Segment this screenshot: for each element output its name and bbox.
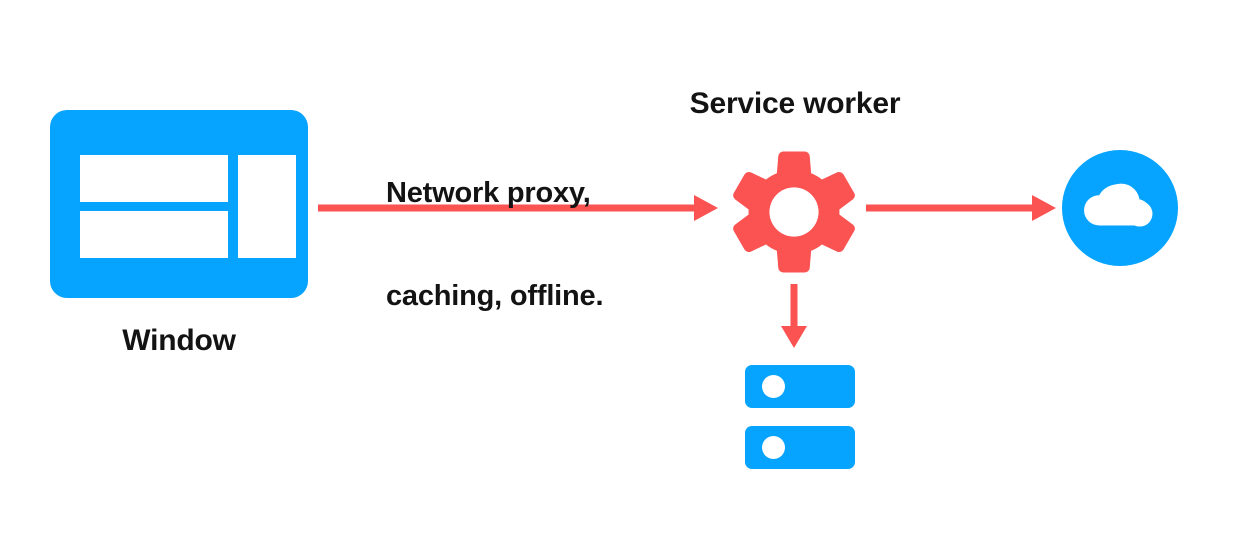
- database-indicator-dot-top: [762, 375, 785, 398]
- database-bar-bottom: [745, 426, 855, 469]
- service-worker-node[interactable]: [731, 149, 857, 275]
- database-bar-top: [745, 365, 855, 408]
- cloud-icon: [1062, 150, 1178, 266]
- window-node-label: Window: [122, 324, 236, 357]
- cloud-node[interactable]: [1062, 150, 1178, 266]
- arrow-service-worker-to-database: [781, 284, 807, 348]
- network-proxy-caption-line-2: caching, offline.: [386, 280, 604, 313]
- gear-icon: [733, 151, 855, 273]
- window-node[interactable]: [50, 110, 308, 298]
- network-proxy-caption-line-1: Network proxy,: [386, 177, 591, 210]
- network-proxy-caption: Network proxy, caching, offline.: [386, 108, 604, 382]
- database-node[interactable]: [745, 365, 855, 469]
- database-indicator-dot-bottom: [762, 436, 785, 459]
- arrow-service-worker-to-cloud: [866, 195, 1056, 221]
- browser-window-icon: [50, 110, 308, 298]
- window-pane-right: [238, 155, 296, 258]
- window-pane-top-left: [80, 155, 228, 202]
- window-pane-bottom-left: [80, 211, 228, 258]
- arrow-window-to-service-worker: [318, 195, 718, 221]
- service-worker-node-label: Service worker: [689, 87, 901, 120]
